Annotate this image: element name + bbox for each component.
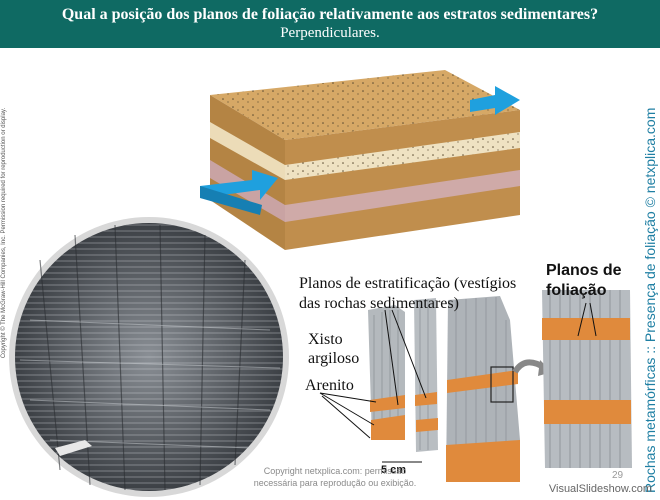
footer-copyright-line2: necessária para reprodução ou exibição. [253,478,417,488]
schist-slabs [368,290,632,482]
footer-copyright: Copyright netxplica.com: permissão neces… [240,465,430,489]
mcgraw-copyright: Copyright © The McGraw-Hill Companies, I… [1,107,7,359]
foliation-label-line2: foliação [546,282,607,299]
xisto-label: Xisto argiloso [308,330,359,368]
xisto-label-line1: Xisto [308,331,343,348]
leader-lines [319,302,597,463]
slide-header: Qual a posição dos planos de foliação re… [0,0,660,48]
question-text: Qual a posição dos planos de foliação re… [61,6,599,23]
strata-block [200,70,520,250]
hammer-icon [55,440,92,456]
watermark[interactable]: VisualSlideshow.com [548,483,652,495]
strat-label: Planos de estratificação (vestígios das … [299,274,516,314]
scale-label: 5 cm [381,464,407,476]
arenito-label: Arenito [305,377,354,394]
strat-label-line1: Planos de estratificação (vestígios [299,275,517,292]
strat-label-line2: das rochas sedimentares) [299,295,459,312]
rock-photo [9,217,289,497]
foliation-label: Planos de foliação [546,261,622,301]
page-number: 29 [612,470,624,481]
foliation-label-line1: Planos de [546,262,622,279]
xisto-label-line2: argiloso [308,350,360,367]
footer-copyright-line1: Copyright netxplica.com: permissão [263,466,407,476]
answer-text: Perpendiculares. [280,25,380,41]
side-title: Rochas metamórficas :: Presença de folia… [642,107,658,493]
